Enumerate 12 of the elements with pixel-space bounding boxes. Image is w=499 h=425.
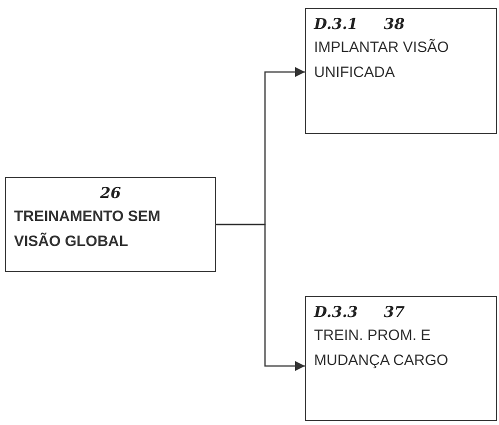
handwritten-number: 26 (100, 183, 121, 204)
process-box (305, 296, 497, 421)
process-box (305, 8, 497, 134)
handwritten-number: 37 (384, 302, 405, 323)
node-text: TREIN. PROM. E MUDANÇA CARGO (314, 326, 450, 371)
node-id: D.3.1 (314, 14, 358, 35)
process-box (5, 177, 216, 272)
node-id: D.3.3 (314, 302, 358, 323)
node-text: TREINAMENTO SEM VISÃO GLOBAL (14, 207, 162, 252)
arrow (216, 224, 305, 371)
handwritten-number: 38 (384, 14, 405, 35)
node-text: IMPLANTAR VISÃO UNIFICADA (314, 38, 450, 83)
